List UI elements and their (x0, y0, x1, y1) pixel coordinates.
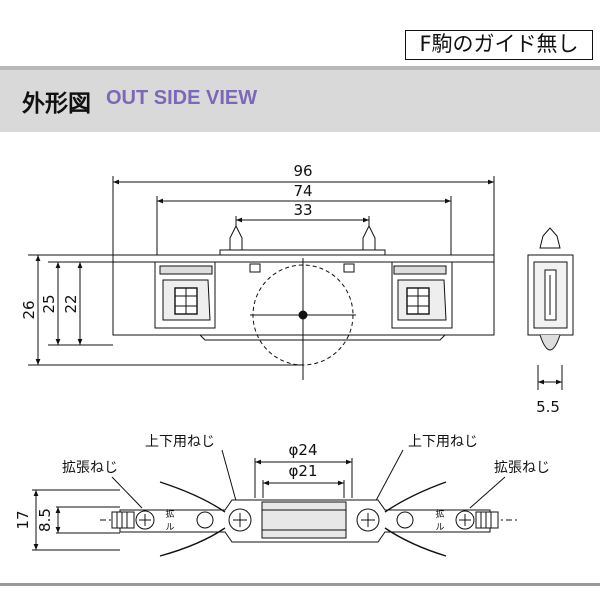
outside-view-panel: 外形図 OUT SIDE VIEW (0, 70, 600, 586)
mark-left-1: 拡 (165, 508, 174, 520)
dim-17: 17 (14, 510, 32, 529)
mark-left-2: ル (165, 523, 174, 533)
screw-expand-left (135, 510, 155, 530)
dim-5-5: 5.5 (536, 398, 560, 416)
dim-96: 96 (293, 162, 312, 180)
bottom-view (32, 449, 520, 557)
section-title-band: 外形図 OUT SIDE VIEW (0, 70, 600, 132)
label-expand-screw-right: 拡張ねじ (494, 460, 550, 476)
dim-phi-24: φ24 (289, 441, 318, 459)
side-view (527, 227, 574, 390)
front-lower-lip (113, 334, 494, 341)
header-divider (0, 66, 600, 70)
label-adjust-screw-right: 上下用ねじ (408, 434, 478, 450)
screw-adjust-left (228, 508, 252, 532)
front-bracket-left (154, 261, 216, 329)
dim-74: 74 (293, 182, 312, 200)
dim-22: 22 (62, 294, 80, 313)
label-expand-screw-left: 拡張ねじ (62, 460, 118, 476)
dim-26: 26 (20, 300, 38, 319)
mark-right-2: ル (435, 523, 444, 533)
screw-adjust-right (356, 508, 380, 532)
label-adjust-screw-left: 上下用ねじ (145, 434, 215, 450)
pin-right (362, 224, 376, 251)
screw-expand-right (455, 510, 475, 530)
mark-right-1: 拡 (435, 508, 444, 520)
dim-phi-21: φ21 (289, 462, 318, 480)
front-bracket-right (391, 261, 453, 329)
header-badge: F駒のガイド無し (405, 30, 593, 60)
dim-25: 25 (40, 294, 58, 313)
dim-8-5: 8.5 (36, 508, 54, 532)
section-title-en: OUT SIDE VIEW (106, 87, 258, 109)
bottom-wheel (261, 501, 347, 539)
front-view (28, 176, 495, 380)
section-title-jp: 外形図 (22, 91, 91, 117)
pin-left (229, 224, 243, 251)
dim-33: 33 (293, 201, 312, 219)
